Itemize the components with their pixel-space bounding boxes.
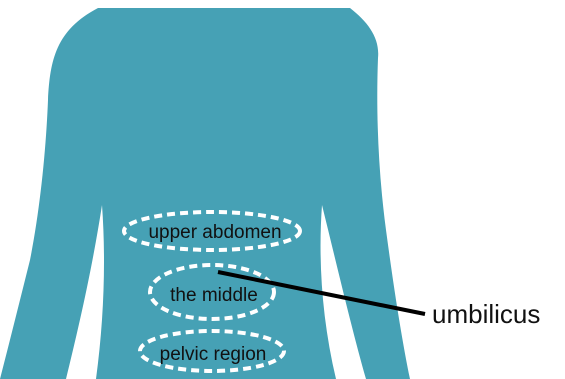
- region-label-the-middle: the middle: [170, 285, 258, 306]
- region-label-pelvic-region: pelvic region: [160, 344, 267, 365]
- callout-label-umbilicus: umbilicus: [432, 299, 540, 329]
- region-label-upper-abdomen: upper abdomen: [148, 222, 281, 243]
